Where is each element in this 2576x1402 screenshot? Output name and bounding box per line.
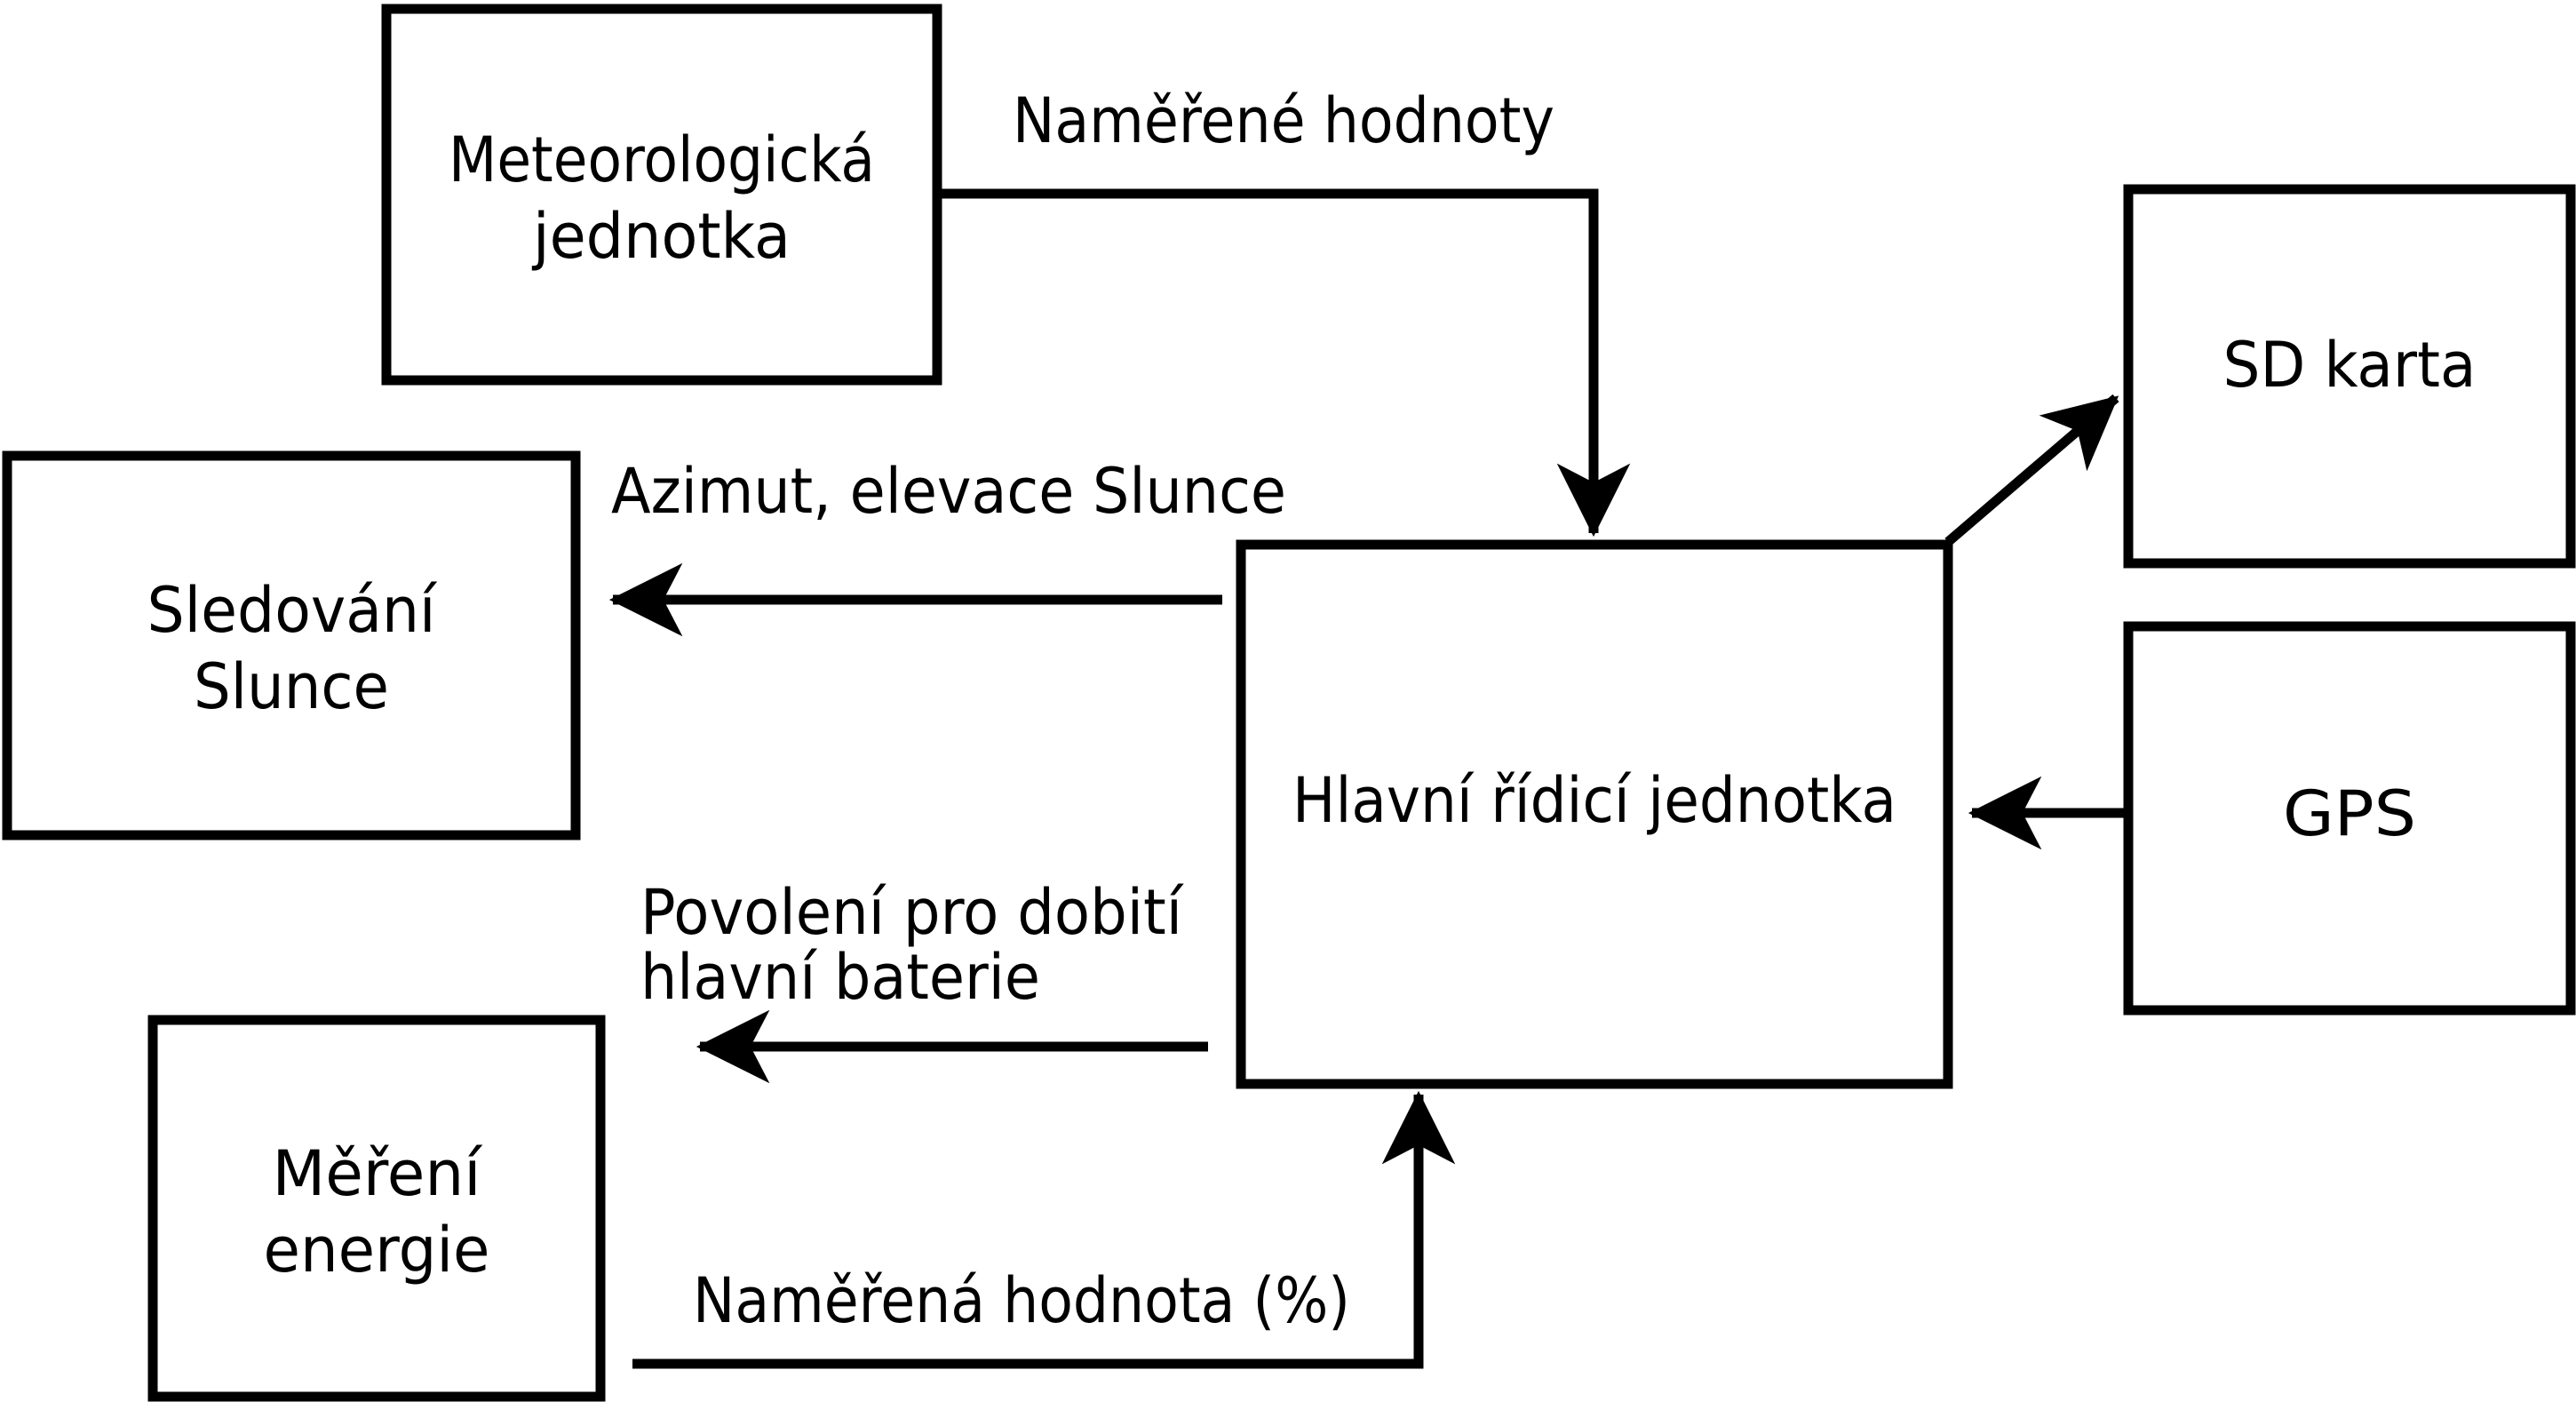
node-meteorologicka-label-line2: jednotka [531, 200, 791, 273]
node-sledovani-slunce-box [2, 450, 581, 840]
node-sledovani-label-line2: Slunce [194, 650, 389, 723]
edge-main-to-sdkarta [1944, 394, 2119, 546]
node-hlavni-ridici-jednotka-box [1236, 539, 1953, 1089]
node-sd-karta-label: SD karta [2223, 329, 2477, 402]
node-gps-box [2123, 621, 2576, 1016]
node-sd-karta-box [2123, 184, 2576, 569]
node-hlavni-label: Hlavní řídicí jednotka [1292, 764, 1896, 837]
edge-label-azimut-elevace: Azimut, elevace Slunce [611, 455, 1286, 528]
edge-meteo-to-main [937, 188, 1631, 538]
node-mereni-energie-box [147, 1015, 606, 1402]
edge-mereni-to-main [632, 1090, 1456, 1369]
edge-label-namerena-hodnota: Naměřená hodnota (%) [693, 1264, 1350, 1337]
node-mereni-label-line1: Měření [273, 1137, 484, 1210]
edge-label-namerene-hodnoty: Naměřené hodnoty [1013, 84, 1554, 157]
node-gps-label: GPS [2283, 777, 2416, 850]
edge-label-povoleni-line1: Povolení pro dobití [640, 876, 1184, 949]
node-meteorologicka-jednotka-box [381, 4, 942, 386]
edge-label-povoleni-line2: hlavní baterie [640, 941, 1040, 1014]
node-mereni-label-line2: energie [264, 1214, 490, 1286]
node-meteorologicka-label-line1: Meteorologická [449, 123, 875, 196]
node-sledovani-label-line1: Sledování [147, 574, 438, 647]
